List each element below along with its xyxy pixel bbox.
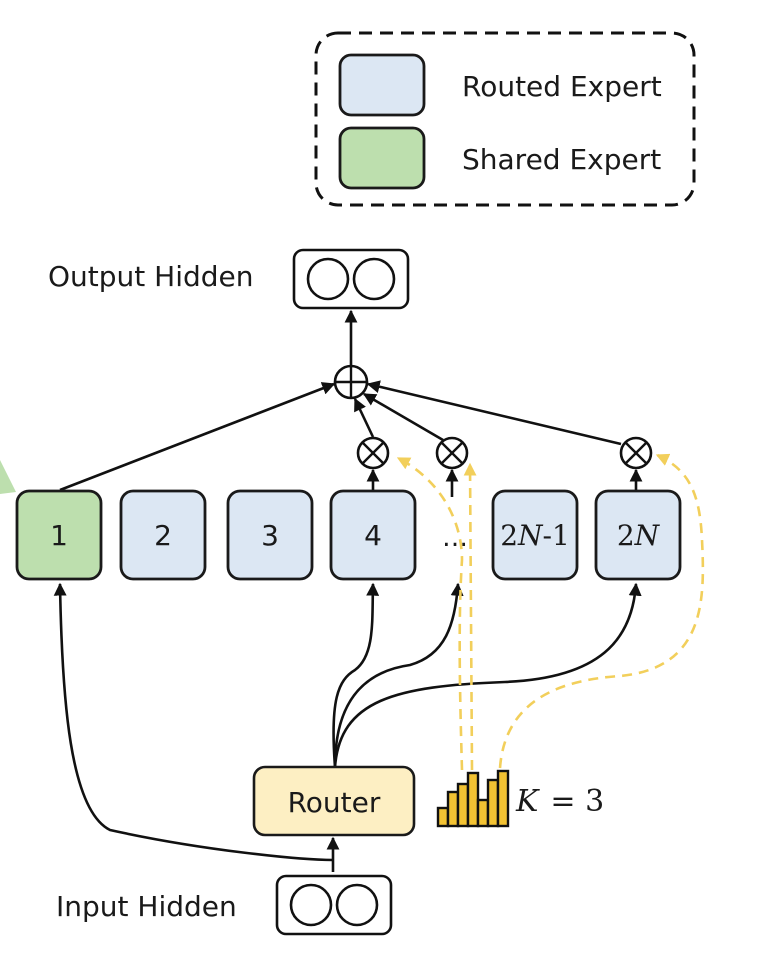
expert-1: 1 xyxy=(15,489,103,581)
router-to-ellipsis-arrow xyxy=(333,582,464,768)
legend-border xyxy=(314,31,696,207)
router-label: Router xyxy=(288,786,381,819)
gate-ellipsis-to-sum-arrow xyxy=(362,392,444,442)
expert-2-label: 2 xyxy=(154,519,172,552)
legend-routed-label: Routed Expert xyxy=(462,70,662,103)
router-to-expert2n-arrow xyxy=(333,582,642,768)
gate-node-2n xyxy=(619,436,653,470)
gate-weight-arrow-2n xyxy=(498,453,705,769)
expert-2n-minus-1: 2N-1 xyxy=(491,489,579,581)
expert-4-label: 4 xyxy=(364,519,382,552)
expert-3-label: 3 xyxy=(261,519,279,552)
topk-bars xyxy=(436,769,510,828)
input-hidden-label: Input Hidden xyxy=(56,890,237,923)
gate4-to-sum-arrow xyxy=(353,397,375,438)
sum-node xyxy=(333,364,369,400)
expert-2n: 2N xyxy=(594,489,682,581)
gate-weight-arrow-4 xyxy=(396,456,464,771)
expert-2: 2 xyxy=(119,489,207,581)
expert-3: 3 xyxy=(226,489,314,581)
legend-shared-swatch xyxy=(338,126,426,190)
legend-routed-swatch xyxy=(338,53,426,117)
expert-4: 4 xyxy=(329,489,417,581)
green-edge-fragment xyxy=(0,460,16,494)
topk-label: K= 3 xyxy=(515,784,604,819)
legend: Routed Expert Shared Expert xyxy=(314,31,696,207)
expert-2n-label: 2N xyxy=(617,519,661,552)
input-hidden-vector xyxy=(275,874,393,936)
gate-node-ellipsis xyxy=(435,436,469,470)
legend-shared-label: Shared Expert xyxy=(462,143,661,176)
gate-weight-arrow-ellipsis xyxy=(463,462,477,771)
output-hidden-vector xyxy=(292,248,410,310)
output-hidden-label: Output Hidden xyxy=(48,260,254,293)
gate-node-4 xyxy=(356,436,390,470)
expert-2n-minus-1-label: 2N-1 xyxy=(500,519,570,552)
gate2n-to-sum-arrow xyxy=(366,380,622,446)
router-box: Router xyxy=(252,765,416,837)
router-to-expert4-arrow xyxy=(332,582,380,768)
experts-ellipsis: … xyxy=(442,523,468,553)
expert-1-label: 1 xyxy=(50,519,68,552)
shared-to-sum-arrow xyxy=(59,382,336,492)
input-to-shared-arrow xyxy=(53,582,334,862)
